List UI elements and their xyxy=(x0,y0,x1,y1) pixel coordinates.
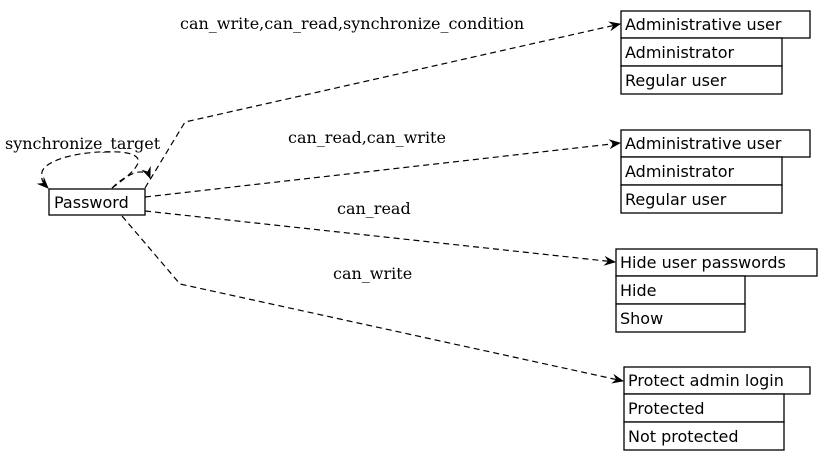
target-node-3-option-1: Hide xyxy=(620,281,656,300)
target-node-2[interactable]: Administrative user Administrator Regula… xyxy=(620,129,811,214)
target-node-4-option-1: Protected xyxy=(628,399,705,418)
edge-to-target-3 xyxy=(144,210,616,266)
edge-label-1: can_write,can_read,synchronize_condition xyxy=(180,14,524,33)
edge-to-target-4 xyxy=(121,215,624,384)
target-node-4-title: Protect admin login xyxy=(628,371,784,390)
edge-label-4: can_write xyxy=(333,264,412,283)
target-node-2-option-1: Administrator xyxy=(625,162,734,181)
target-node-3[interactable]: Hide user passwords Hide Show xyxy=(615,248,818,333)
self-loop-edge xyxy=(36,151,139,189)
edge-label-2: can_read,can_write xyxy=(288,128,446,147)
edge-to-target-2 xyxy=(144,139,621,198)
source-node-label: Password xyxy=(54,193,129,212)
target-node-1-title: Administrative user xyxy=(625,15,782,34)
target-node-1-option-1: Administrator xyxy=(625,43,734,62)
edge-to-target-1 xyxy=(144,21,621,189)
edge-label-3: can_read xyxy=(337,199,411,218)
self-loop-arrow xyxy=(111,165,151,189)
target-node-4-option-2: Not protected xyxy=(628,427,738,446)
target-node-3-title: Hide user passwords xyxy=(620,253,786,272)
target-node-3-option-2: Show xyxy=(620,309,663,328)
source-node[interactable]: Password xyxy=(48,188,146,216)
target-node-4[interactable]: Protect admin login Protected Not protec… xyxy=(623,366,811,451)
target-node-1-option-2: Regular user xyxy=(625,71,727,90)
target-node-2-option-2: Regular user xyxy=(625,190,727,209)
target-node-1[interactable]: Administrative user Administrator Regula… xyxy=(620,10,811,95)
self-edge-label: synchronize_target xyxy=(5,134,161,153)
target-node-2-title: Administrative user xyxy=(625,134,782,153)
